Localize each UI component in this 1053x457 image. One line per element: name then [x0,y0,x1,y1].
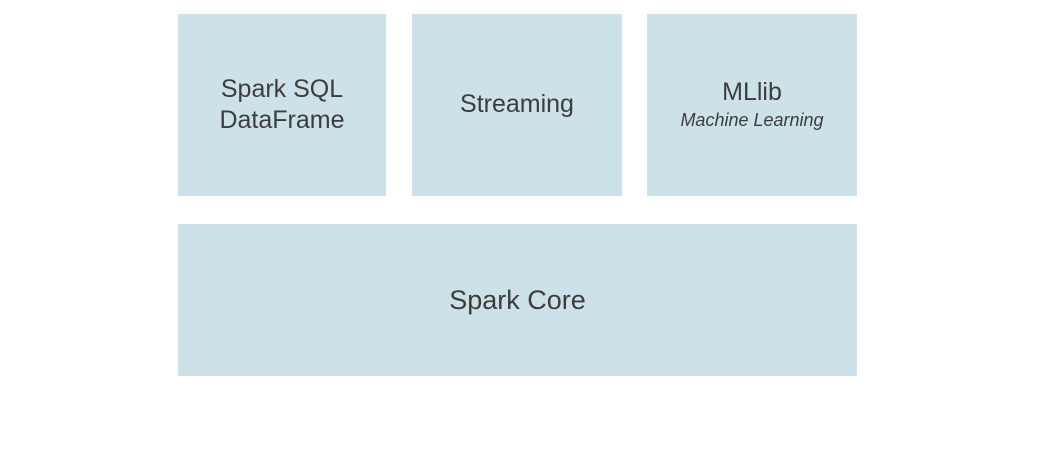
spark-sql-dataframe-box: Spark SQL DataFrame [178,14,386,196]
spark-core-label: Spark Core [449,284,586,315]
spark-core-box: Spark Core [178,224,857,376]
spark-sql-label-line1: Spark SQL [220,74,344,103]
spark-sql-label-line2: DataFrame [219,106,345,134]
mllib-subtitle: Machine Learning [680,110,824,131]
streaming-label: Streaming [460,90,574,119]
mllib-label: MLlib [722,77,782,106]
mllib-box: MLlib Machine Learning [647,14,857,196]
streaming-box: Streaming [412,14,622,196]
